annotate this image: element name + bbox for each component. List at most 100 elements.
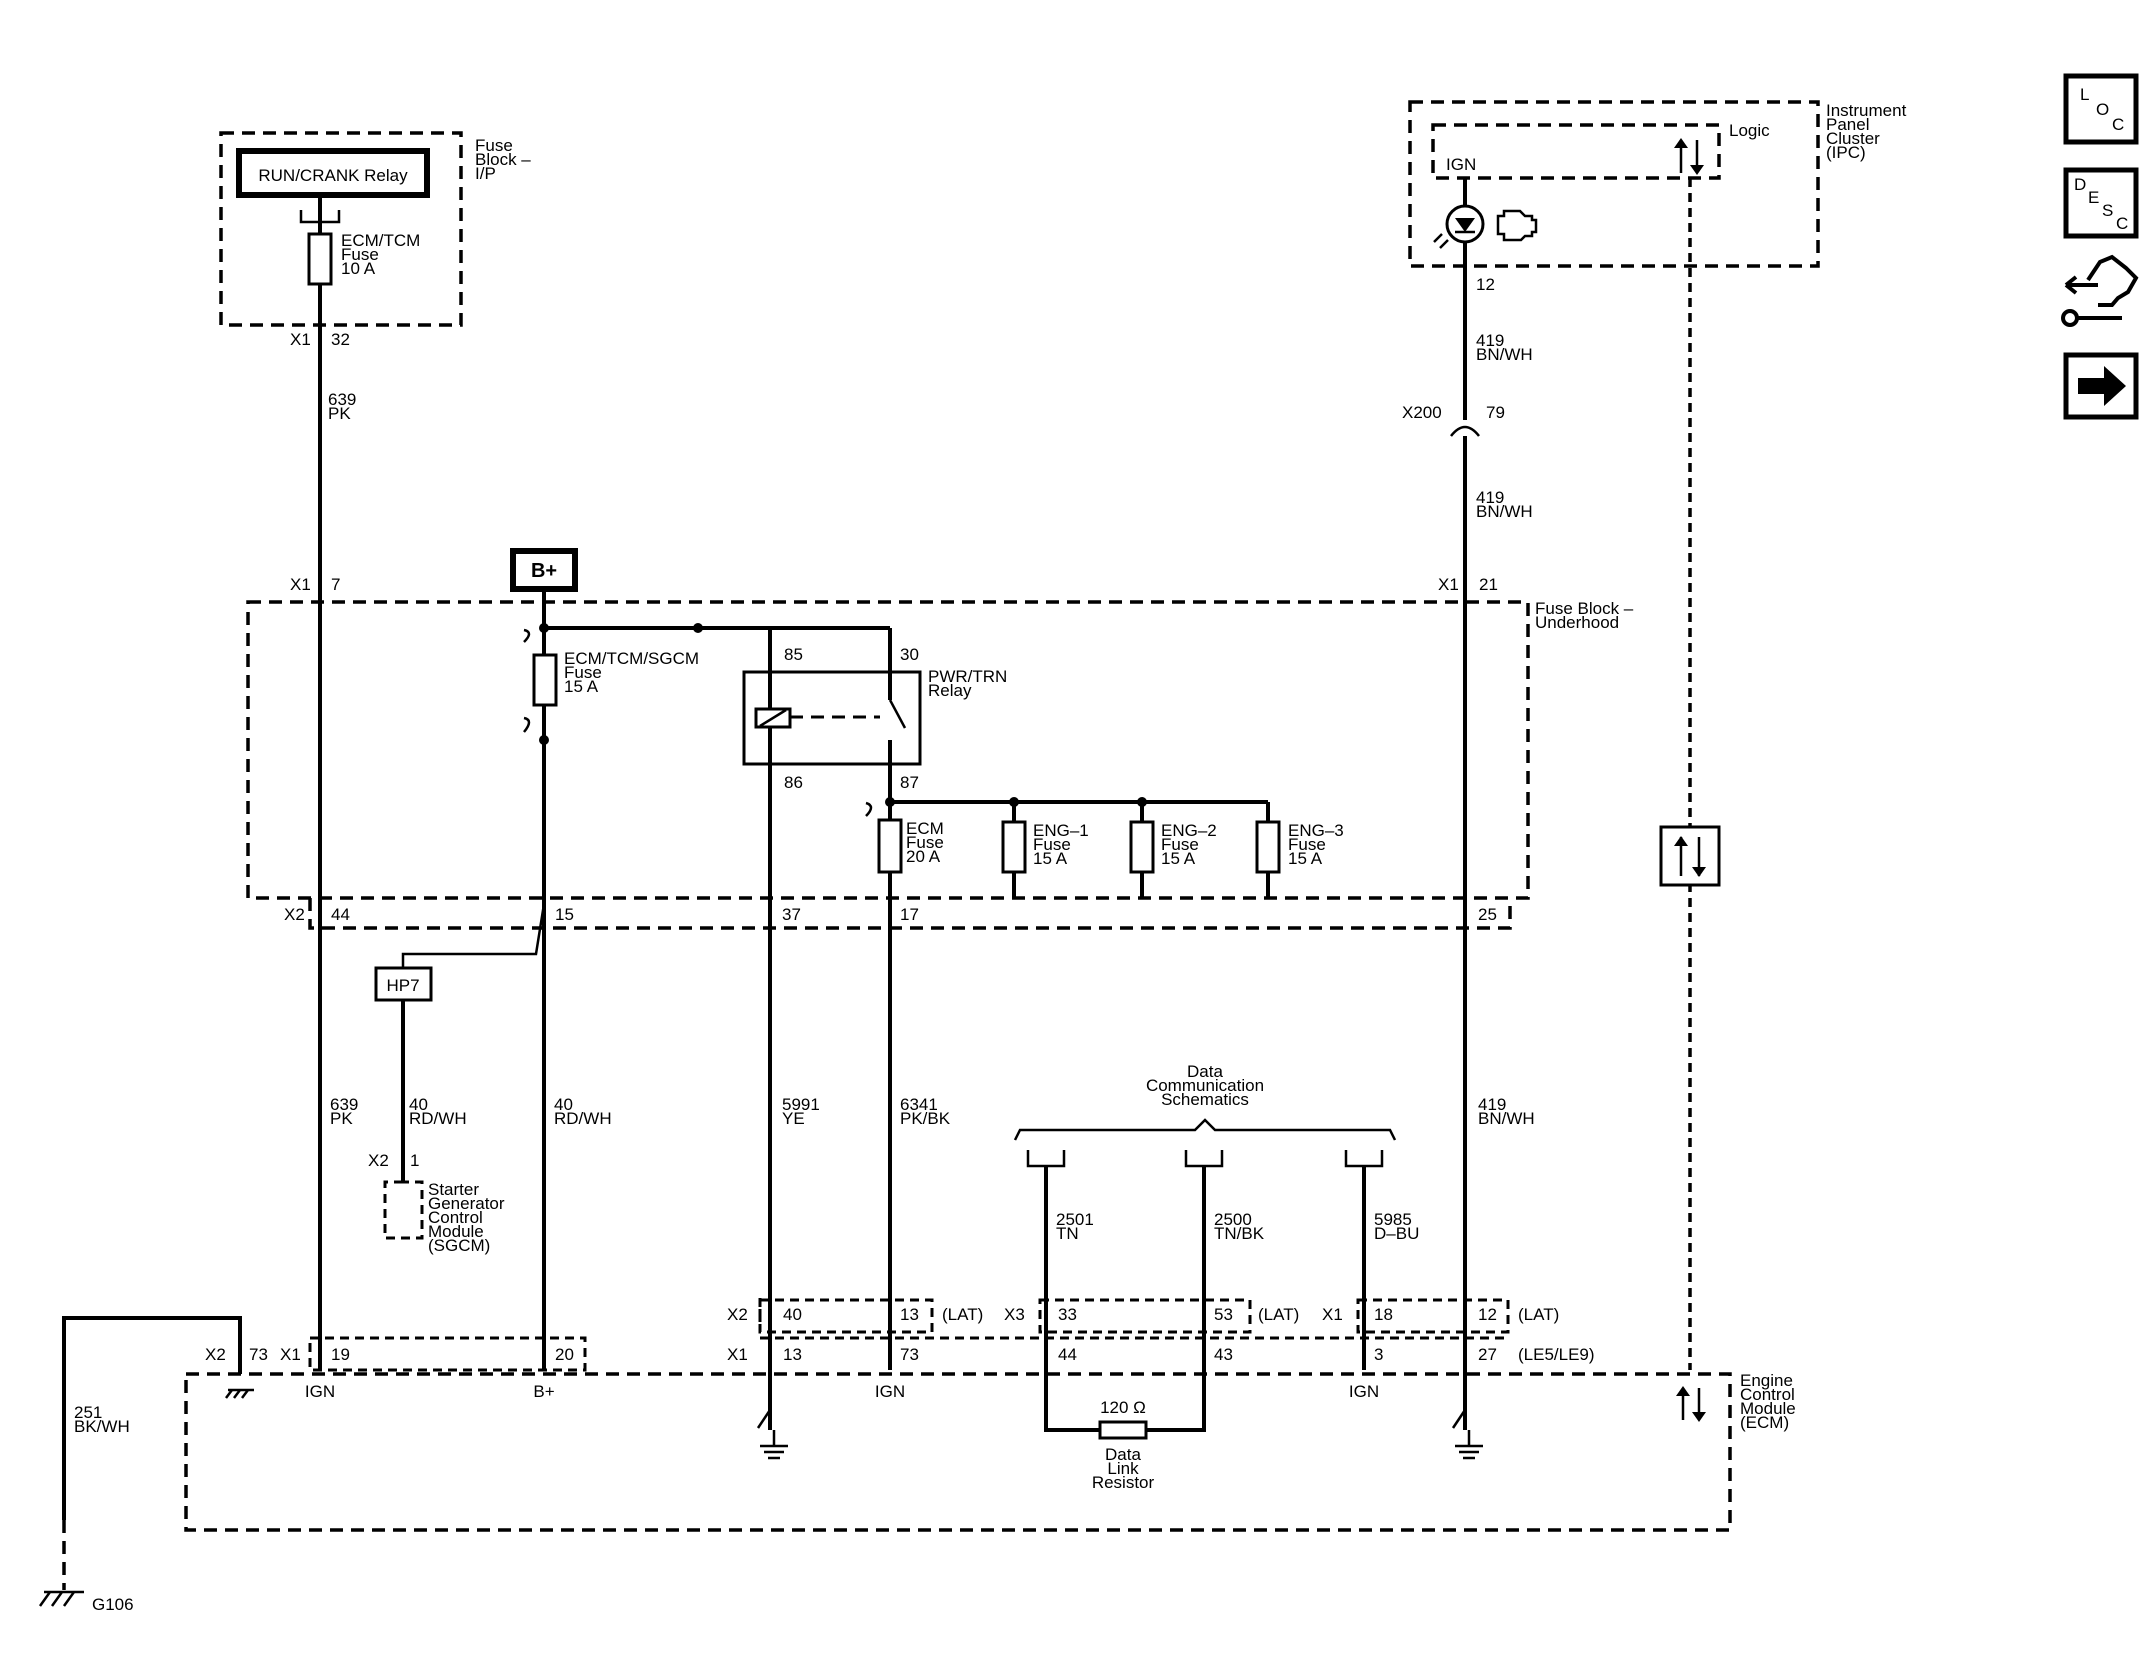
label-line: 5991 — [782, 1095, 820, 1114]
svg-text:B+: B+ — [533, 1382, 554, 1401]
label-line: Control — [1740, 1385, 1795, 1404]
svg-text:79: 79 — [1486, 403, 1505, 422]
svg-text:120 Ω: 120 Ω — [1100, 1398, 1146, 1417]
svg-text:IGN: IGN — [1349, 1382, 1379, 1401]
svg-text:O: O — [2096, 100, 2109, 119]
label-line: Generator — [428, 1194, 505, 1213]
label-line: (SGCM) — [428, 1236, 490, 1255]
svg-text:85: 85 — [784, 645, 803, 664]
ecm-tcm-sgcm-fuse-icon — [532, 653, 558, 707]
label-line: 15 A — [564, 677, 599, 696]
svg-text:X2: X2 — [284, 905, 305, 924]
next-arrow-icon[interactable] — [2063, 352, 2139, 420]
label-line: I/P — [475, 164, 496, 183]
ecm-fuse-icon — [877, 818, 903, 874]
label-line: Instrument — [1826, 101, 1907, 120]
label-line: ECM/TCM — [341, 231, 420, 250]
label-line: Data — [1187, 1062, 1223, 1081]
eng1-fuse-icon — [1001, 820, 1027, 874]
label-line: BK/WH — [74, 1417, 130, 1436]
svg-text:(LE5/LE9): (LE5/LE9) — [1518, 1345, 1595, 1364]
svg-text:20: 20 — [555, 1345, 574, 1364]
svg-text:37: 37 — [782, 905, 801, 924]
svg-text:L: L — [2080, 85, 2089, 104]
label-line: ECM/TCM/SGCM — [564, 649, 699, 668]
eng2-fuse-icon — [1129, 820, 1155, 874]
svg-text:X200: X200 — [1402, 403, 1442, 422]
label-line: 2501 — [1056, 1210, 1094, 1229]
label-line: Module — [428, 1222, 484, 1241]
ecm-bidirectional-arrow-icon — [1676, 1386, 1706, 1422]
svg-text:X1: X1 — [1322, 1305, 1343, 1324]
label-line: 15 A — [1161, 849, 1196, 868]
svg-text:86: 86 — [784, 773, 803, 792]
eng3-fuse-icon — [1255, 820, 1281, 874]
label-line: BN/WH — [1478, 1109, 1535, 1128]
le5-le9-connectors: X2 73 X1 19 20 X1 13 73 44 43 3 27 (LE5/… — [205, 1336, 1595, 1372]
svg-text:44: 44 — [331, 905, 350, 924]
label-line: Block – — [475, 150, 531, 169]
repair-icon[interactable] — [2061, 254, 2139, 327]
label-line: Fuse — [1161, 835, 1199, 854]
label-line: RD/WH — [409, 1109, 467, 1128]
label-line: 40 — [554, 1095, 573, 1114]
svg-text:32: 32 — [331, 330, 350, 349]
label-line: 15 A — [1288, 849, 1323, 868]
label-line: Cluster — [1826, 129, 1880, 148]
label-line: 2500 — [1214, 1210, 1252, 1229]
hp7-splice — [374, 966, 433, 1002]
data-link-resistor-icon — [1098, 1420, 1148, 1440]
desc-icon[interactable]: D E S C — [2063, 167, 2139, 239]
label-line: 419 — [1476, 331, 1504, 350]
svg-text:C: C — [2112, 115, 2124, 134]
svg-text:73: 73 — [900, 1345, 919, 1364]
svg-text:X2: X2 — [205, 1345, 226, 1364]
label-line: Module — [1740, 1399, 1796, 1418]
svg-text:IGN: IGN — [875, 1382, 905, 1401]
svg-text:43: 43 — [1214, 1345, 1233, 1364]
svg-text:3: 3 — [1374, 1345, 1383, 1364]
svg-text:19: 19 — [331, 1345, 350, 1364]
svg-text:E: E — [2088, 188, 2099, 207]
label-line: Starter — [428, 1180, 479, 1199]
ground-chassis-icon — [225, 1388, 254, 1399]
svg-text:15: 15 — [555, 905, 574, 924]
label-line: 251 — [74, 1403, 102, 1422]
label-line: 15 A — [1033, 849, 1068, 868]
label-line: 6341 — [900, 1095, 938, 1114]
label-line: 40 — [409, 1095, 428, 1114]
label-line: Panel — [1826, 115, 1869, 134]
label-line: PWR/TRN — [928, 667, 1007, 686]
svg-text:Logic: Logic — [1729, 121, 1770, 140]
svg-text:D: D — [2074, 175, 2086, 194]
label-line: BN/WH — [1476, 502, 1533, 521]
label-line: (IPC) — [1826, 143, 1866, 162]
svg-text:87: 87 — [900, 773, 919, 792]
loc-icon[interactable]: L O C — [2063, 73, 2139, 145]
label-line: Fuse — [564, 663, 602, 682]
svg-text:C: C — [2116, 214, 2128, 233]
svg-text:12: 12 — [1478, 1305, 1497, 1324]
label-line: 639 — [328, 390, 356, 409]
svg-text:X1: X1 — [290, 330, 311, 349]
svg-text:(LAT): (LAT) — [1518, 1305, 1559, 1324]
svg-text:18: 18 — [1374, 1305, 1393, 1324]
svg-text:33: 33 — [1058, 1305, 1077, 1324]
